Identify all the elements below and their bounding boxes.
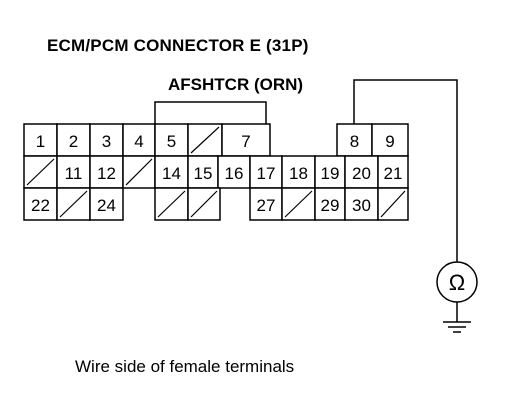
terminal-number: 21 (384, 164, 403, 183)
ground-icon (443, 302, 471, 333)
terminal-29: 29 (314, 187, 346, 221)
terminal-number: 29 (321, 196, 340, 215)
terminal-22: 22 (23, 187, 58, 221)
terminal-number: 2 (69, 132, 78, 151)
terminal-20: 20 (344, 155, 379, 189)
terminal-cell (56, 155, 91, 189)
terminal-17: 17 (249, 155, 283, 189)
terminal-21: 21 (377, 155, 409, 189)
unused-terminal (122, 155, 156, 189)
terminal-cell (377, 155, 409, 189)
unused-terminal (187, 123, 223, 157)
terminal-cell (344, 187, 379, 221)
terminal-cell (217, 155, 251, 189)
terminal-cell (89, 187, 124, 221)
terminal-3: 3 (89, 123, 124, 157)
terminal-18: 18 (281, 155, 316, 189)
terminal-cell (154, 155, 189, 189)
terminal-number: 7 (241, 132, 250, 151)
jumper-wire (154, 101, 267, 124)
unused-terminal (377, 187, 409, 221)
wire-label: AFSHTCR (ORN) (168, 75, 304, 94)
terminal-number: 8 (350, 132, 359, 151)
terminal-2: 2 (56, 123, 91, 157)
terminal-cell (314, 155, 346, 189)
unused-slash (190, 126, 220, 154)
terminal-number: 19 (321, 164, 340, 183)
terminal-14: 14 (154, 155, 189, 189)
terminal-27: 27 (249, 187, 283, 221)
unused-slash (190, 190, 218, 218)
terminal-12: 12 (89, 155, 124, 189)
terminal-4: 4 (122, 123, 156, 157)
terminal-number: 30 (352, 196, 371, 215)
terminal-16: 16 (217, 155, 251, 189)
terminal-8: 8 (336, 123, 373, 157)
terminal-number: 20 (352, 164, 371, 183)
terminal-number: 17 (257, 164, 276, 183)
ohmmeter-icon: Ω (436, 261, 478, 303)
terminal-19: 19 (314, 155, 346, 189)
unused-slash (157, 190, 186, 218)
terminal-30: 30 (344, 187, 379, 221)
terminal-15: 15 (187, 155, 219, 189)
terminal-cell (336, 123, 373, 157)
unused-terminal (281, 187, 316, 221)
terminal-cell (249, 155, 283, 189)
terminal-7: 7 (221, 123, 271, 157)
terminal-number: 1 (36, 132, 45, 151)
unused-slash (125, 158, 153, 186)
terminal-cell (281, 155, 316, 189)
terminal-cell (314, 187, 346, 221)
terminal-1: 1 (23, 123, 58, 157)
terminal-number: 11 (65, 164, 83, 183)
terminal-number: 3 (102, 132, 111, 151)
unused-terminal (56, 187, 91, 221)
connector-title: ECM/PCM CONNECTOR E (31P) (47, 36, 309, 55)
unused-slash (59, 190, 88, 218)
terminal-cell (89, 123, 124, 157)
unused-terminal (187, 187, 221, 221)
terminal-number: 15 (194, 164, 213, 183)
terminal-number: 14 (162, 164, 181, 183)
unused-slash (26, 158, 55, 186)
terminal-number: 18 (289, 164, 308, 183)
ohm-symbol: Ω (449, 270, 465, 295)
terminal-number: 4 (134, 132, 143, 151)
unused-terminal (154, 187, 189, 221)
terminal-cell (249, 187, 283, 221)
diagram-caption: Wire side of female terminals (75, 357, 295, 376)
terminal-number: 12 (97, 164, 116, 183)
unused-slash (284, 190, 313, 218)
terminal-cell (154, 123, 189, 157)
terminal-cell (344, 155, 379, 189)
terminal-11: 11 (56, 155, 91, 189)
terminal-number: 22 (31, 196, 50, 215)
meter-lead (353, 79, 458, 262)
terminal-number: 27 (257, 196, 276, 215)
terminal-9: 9 (371, 123, 409, 157)
unused-terminal (23, 155, 58, 189)
terminal-number: 5 (167, 132, 176, 151)
terminal-number: 16 (225, 164, 244, 183)
terminal-cell (23, 187, 58, 221)
terminal-number: 9 (385, 132, 394, 151)
unused-slash (380, 190, 406, 218)
terminal-number: 24 (97, 196, 116, 215)
terminal-24: 24 (89, 187, 124, 221)
terminal-5: 5 (154, 123, 189, 157)
terminal-cell (221, 123, 271, 157)
